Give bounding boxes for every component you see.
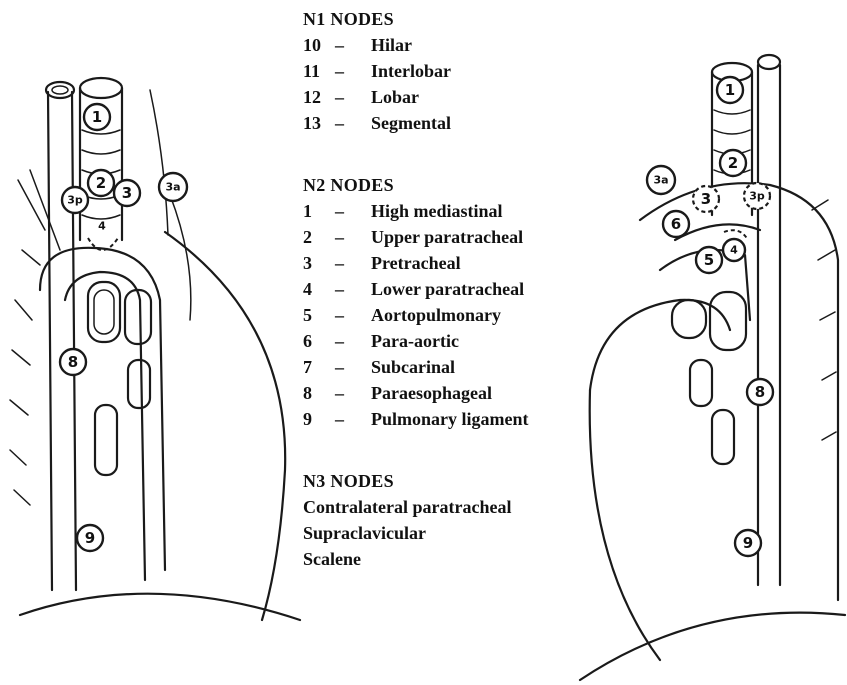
svg-text:1: 1 [725,81,735,99]
svg-text:3p: 3p [749,190,765,203]
right-node-3a: 3a [647,166,675,194]
n3-item: Supraclavicular [303,520,511,546]
right-node-5: 5 [696,247,722,273]
n2-item: 4–Lower paratracheal [303,276,529,302]
left-mediastinal-line [150,90,168,235]
n2-item: 6–Para-aortic [303,328,529,354]
n1-item: 11–Interlobar [303,58,451,84]
n2-item: 9–Pulmonary ligament [303,406,529,432]
left-trachea-top [80,78,122,98]
left-anatomy-view: 1 2 3p 3 4 3a 8 [10,78,300,620]
right-anatomy-view: 1 2 3a 3 3p 6 5 [580,55,845,680]
svg-text:5: 5 [704,251,714,269]
right-node-3: 3 [701,190,711,208]
left-esophagus-top [46,82,74,98]
left-node-3a: 3a [159,173,187,201]
n3-item: Contralateral paratracheal [303,494,511,520]
n2-item: 3–Pretracheal [303,250,529,276]
svg-text:9: 9 [743,534,753,552]
n2-legend: N2 NODES 1–High mediastinal 2–Upper para… [303,172,529,432]
svg-text:8: 8 [755,383,765,401]
svg-text:8: 8 [68,353,78,371]
svg-text:3a: 3a [653,174,668,187]
right-artery-section [710,292,746,350]
n2-item: 2–Upper paratracheal [303,224,529,250]
left-esophagus-wall-a [48,92,52,590]
left-node-8: 8 [60,349,86,375]
n1-item: 10–Hilar [303,32,451,58]
n2-heading: N2 NODES [303,172,529,198]
n2-item: 5–Aortopulmonary [303,302,529,328]
n3-item: Scalene [303,546,511,572]
right-node-6: 6 [663,211,689,237]
left-vessel-arch [40,248,165,570]
left-node-3p: 3p [62,187,88,213]
n1-item: 13–Segmental [303,110,451,136]
left-node-4: 4 [98,220,106,233]
right-lower-vein-section [712,410,734,464]
svg-text:4: 4 [98,220,106,233]
right-node-1: 1 [717,77,743,103]
left-vessel-line [170,195,191,320]
right-node-8: 8 [747,379,773,405]
left-lower-vein-section [95,405,117,475]
left-vein-section [128,360,150,408]
svg-text:3a: 3a [165,181,180,194]
right-node-2: 2 [720,150,746,176]
right-esophagus-top [758,55,780,69]
svg-text:9: 9 [85,529,95,547]
n1-heading: N1 NODES [303,6,451,32]
n1-legend: N1 NODES 10–Hilar 11–Interlobar 12–Lobar… [303,6,451,136]
left-esophagus-wall-b [72,92,76,590]
svg-text:2: 2 [728,154,738,172]
right-bronchus-section [672,300,706,338]
left-artery-section [125,290,151,344]
svg-text:1: 1 [92,108,102,126]
svg-text:6: 6 [671,215,681,233]
left-node-9: 9 [77,525,103,551]
svg-text:4: 4 [730,244,738,257]
n2-item: 8–Paraesophageal [303,380,529,406]
left-node-1: 1 [84,104,110,130]
right-node-9: 9 [735,530,761,556]
left-diaphragm [20,594,300,620]
n2-item: 7–Subcarinal [303,354,529,380]
n3-legend: N3 NODES Contralateral paratracheal Supr… [303,468,511,572]
svg-text:3p: 3p [67,194,83,207]
svg-text:3: 3 [701,190,711,208]
svg-text:3: 3 [122,184,132,202]
right-node-3p: 3p [749,190,765,203]
n3-heading: N3 NODES [303,468,511,494]
left-node-3: 3 [114,180,140,206]
svg-text:2: 2 [96,174,106,192]
left-lung-outline [165,232,285,620]
left-bronchus-section [88,282,120,342]
n2-item: 1–High mediastinal [303,198,529,224]
right-lung-outline [590,390,660,660]
n1-item: 12–Lobar [303,84,451,110]
right-diaphragm [580,613,845,680]
left-node-2: 2 [88,170,114,196]
right-node-4: 4 [723,239,745,261]
right-vein-section [690,360,712,406]
left-rib-ticks [10,180,45,505]
